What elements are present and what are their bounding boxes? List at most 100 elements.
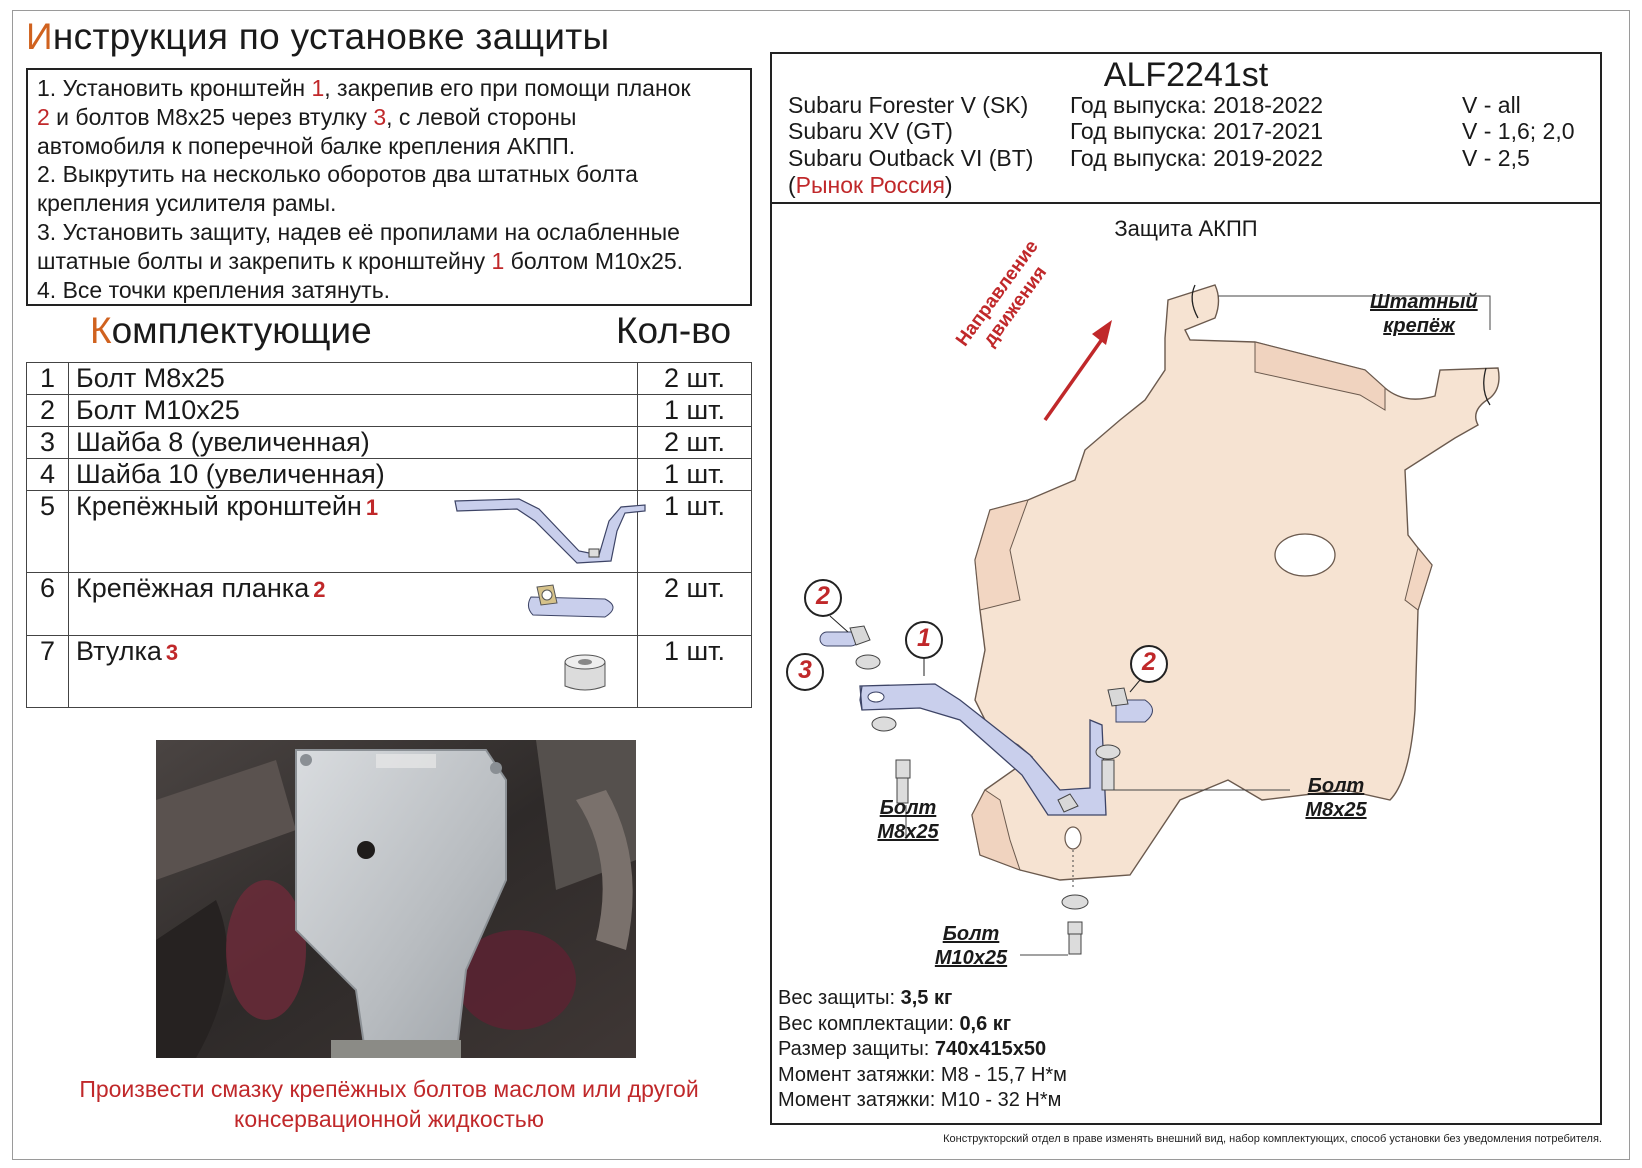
title-text: нструкция по установке защиты (52, 16, 610, 57)
spec-row: Вес защиты: 3,5 кг (778, 986, 1067, 1012)
spec-label: Размер защиты: (778, 1038, 935, 1061)
document-title: Инструкция по установке защиты (26, 16, 609, 58)
engine-row-3: V - 2,5 (1462, 145, 1530, 171)
years-row-3: Год выпуска: 2019-2022 (1070, 145, 1324, 171)
bracket-1 (859, 683, 1107, 816)
plate-hole (1274, 533, 1336, 577)
spec-row: Момент затяжки: М10 - 32 Н*м (778, 1088, 1067, 1114)
years-row-2: Год выпуска: 2017-2021 (1070, 118, 1324, 144)
spec-value: М10 - 32 Н*м (940, 1089, 1062, 1112)
instruction-line: 2. Выкрутить на несколько оборотов два ш… (37, 161, 638, 188)
instruction-line: 1. Установить кронштейн 1, закрепив его … (37, 75, 691, 101)
instruction-line: автомобиля к поперечной балке крепления … (37, 132, 576, 159)
spec-row: Вес комплектации: 0,6 кг (778, 1012, 1067, 1038)
part-number: 7 (26, 635, 69, 708)
part-name-cell: Шайба 8 (увеличенная) (68, 426, 638, 459)
callout-2-right (1129, 645, 1168, 693)
stock-mount-label: Штатный крепёж (1370, 291, 1478, 337)
part-mark: 2 (313, 577, 326, 602)
spec-label: Вес комплектации: (778, 1012, 960, 1035)
assembly-drawing (786, 284, 1500, 956)
part-name: Крепёжная планка (76, 573, 310, 603)
product-name: Защита АКПП (1114, 216, 1258, 241)
instruction-line: 3. Установить защиту, надев её пропилами… (37, 218, 680, 245)
callout-1-label: 1 (917, 624, 931, 652)
spec-value: 3,5 кг (900, 987, 953, 1009)
callout-2-left (804, 579, 849, 633)
parts-section-title: Комплектующие (90, 310, 372, 352)
part-reference: 1 (491, 247, 505, 274)
page-frame (12, 10, 1630, 1160)
plate-thumbnail (527, 584, 614, 618)
instruction-line: штатные болты и закрепить к кронштейну 1… (37, 247, 684, 274)
vehicle-header: ALF2241st Subaru Forester V (SK) Год вып… (772, 54, 1600, 204)
part-reference: 1 (311, 75, 325, 101)
title-initial: И (26, 16, 53, 57)
bolt-m8-right-label: Болт М8х25 (1305, 775, 1367, 821)
callout-3 (786, 653, 824, 691)
part-name: Болт М8х25 (76, 363, 225, 393)
spec-label: Момент затяжки: (778, 1089, 941, 1112)
spec-row: Размер защиты: 740х415х50 (778, 1037, 1067, 1063)
installed-photo (156, 740, 636, 1058)
part-number: 3 (26, 426, 69, 459)
spec-label: Вес защиты: (778, 987, 901, 1009)
lubrication-note: Произвести смазку крепёжных болтов масло… (26, 1074, 752, 1134)
spec-value: М8 - 15,7 Н*м (940, 1063, 1067, 1086)
part-number: 1 (26, 362, 69, 395)
callout-3-label: 3 (798, 656, 812, 684)
instructions-box: 1. Установить кронштейн 1, закрепив его … (26, 68, 752, 306)
part-mark: 3 (165, 640, 179, 665)
model-row-1: Subaru Forester V (SK) (788, 92, 1029, 118)
part-name: Шайба 8 (увеличенная) (76, 427, 370, 457)
part-name-cell: Болт М10х25 (68, 394, 638, 427)
callout-2-left-label: 2 (816, 582, 830, 610)
part-name: Болт М10х25 (76, 395, 240, 425)
years-row-1: Год выпуска: 2018-2022 (1070, 92, 1324, 118)
part-quantity: 1 шт. (637, 635, 752, 708)
part-quantity: 2 шт. (637, 572, 752, 636)
part-number: 2 (26, 394, 69, 427)
parts-title-text: омплектующие (111, 310, 372, 351)
instruction-line: 4. Все точки крепления затянуть. (37, 276, 391, 303)
part-name: Шайба 10 (увеличенная) (76, 459, 385, 489)
part-name-cell: Шайба 10 (увеличенная) (68, 458, 638, 491)
instruction-line: крепления усилителя рамы. (37, 190, 337, 217)
part-quantity: 1 шт. (637, 490, 752, 573)
part-name: Крепёжный кронштейн (76, 491, 362, 521)
engine-row-1: V - all (1462, 92, 1521, 118)
disclaimer: Конструкторский отдел в праве изменять в… (943, 1133, 1602, 1145)
spec-value: 0,6 кг (959, 1012, 1012, 1035)
part-reference: 2 (37, 103, 50, 130)
part-number: 5 (26, 490, 69, 573)
parts-title-initial: К (90, 310, 112, 351)
installed-photo-image (156, 740, 636, 1058)
bracket-thumbnail (454, 498, 646, 564)
part-name: Втулка (76, 636, 162, 666)
spec-label: Момент затяжки: (778, 1063, 941, 1086)
model-row-2: Subaru XV (GT) (788, 118, 953, 144)
sleeve-thumbnail (564, 654, 606, 691)
direction-arrow (1043, 333, 1107, 422)
part-reference: 3 (373, 103, 387, 130)
note-line-1: Произвести смазку крепёжных болтов масло… (79, 1076, 699, 1102)
part-mark: 1 (365, 495, 379, 520)
part-number: 6 (26, 572, 69, 636)
part-name-cell: Болт М8х25 (68, 362, 638, 395)
callout-2-right-label: 2 (1142, 648, 1156, 676)
part-number: 4 (26, 458, 69, 491)
part-quantity: 1 шт. (637, 458, 752, 491)
callout-1 (905, 621, 943, 676)
bolt-m10-label: Болт М10х25 (934, 923, 1008, 969)
